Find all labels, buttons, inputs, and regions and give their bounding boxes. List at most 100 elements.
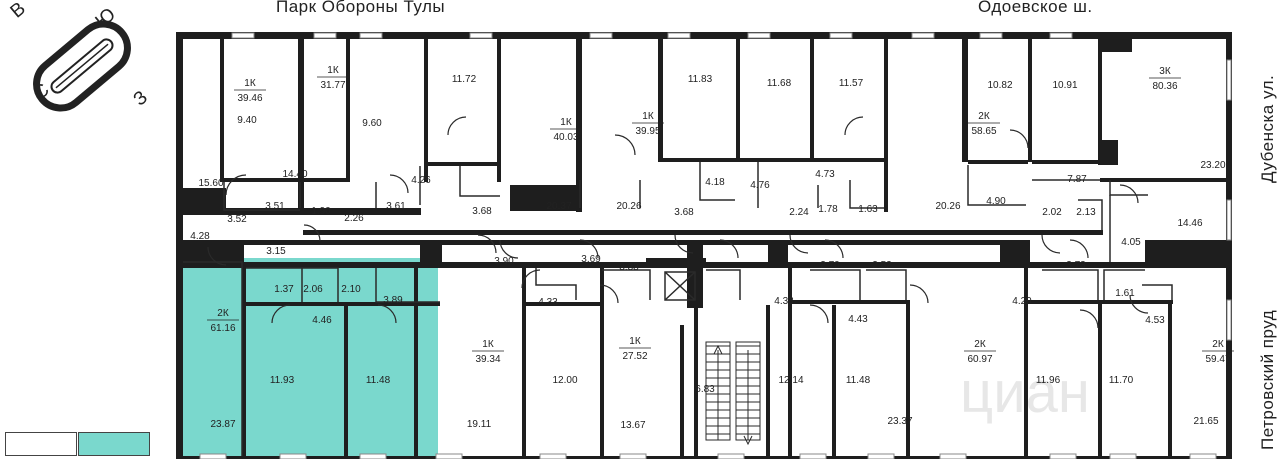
room-area: 3.73 [1066,260,1086,271]
apartment-area: 59.47 [1205,354,1230,365]
room-area: 23.37 [887,416,912,427]
room-area: 4.18 [705,177,725,188]
elevator-shaft [664,271,696,301]
apartment-area: 39.46 [237,93,262,104]
apartment-area: 58.65 [971,126,996,137]
apartment-highlight [180,258,438,458]
room-area: 10.82 [987,80,1012,91]
room-area: 20.26 [935,201,960,212]
apartment-label[interactable]: 3К 80.36 [1149,66,1181,92]
watermark: циан [960,360,1090,425]
legend-empty [5,432,77,456]
apartment-type: 2К [217,308,229,319]
room-area: 9.60 [362,118,382,129]
room-area: 4.43 [848,314,868,325]
room-area: 1.37 [274,284,294,295]
apartment-label[interactable]: 1К 40.03 [550,117,582,143]
room-area: 2.06 [303,284,323,295]
partitions [183,162,1173,456]
room-area: 3.68 [472,206,492,217]
apartment-area: 31.77 [320,80,345,91]
room-area: 20.26 [616,201,641,212]
room-area: 11.96 [1036,375,1061,386]
room-area: 13.67 [620,420,645,431]
room-area: 4.33 [538,297,558,308]
room-area: 21.65 [1193,416,1218,427]
room-area: 4.33 [774,296,794,307]
room-area: 3.90 [494,256,514,267]
apartment-type: 1К [482,339,494,350]
apartment-area: 27.52 [622,351,647,362]
room-area: 4.26 [411,175,431,186]
apartment-area: 39.95 [635,126,660,137]
apartment-type: 1К [244,78,256,89]
room-area: 20.37 [546,201,571,212]
room-area: 4.53 [1145,315,1165,326]
room-area: 14.40 [282,169,307,180]
room-area: 12.14 [778,375,803,386]
room-area: 3.61 [386,201,406,212]
room-area: 12.00 [552,375,577,386]
walls [176,32,1232,459]
apartment-area: 60.97 [967,354,992,365]
room-area: 2.10 [341,284,361,295]
room-area: 11.83 [688,74,713,85]
room-area: 2.24 [789,207,809,218]
apartment-type: 1К [629,336,641,347]
room-area: 11.68 [767,78,792,89]
street-top-left: Парк Обороны Тулы [276,0,446,16]
room-area: 2.26 [344,213,364,224]
room-area: 4.76 [750,180,770,191]
apartment-label[interactable]: 2К 61.16 [207,308,239,334]
room-area: 2.70 [820,260,840,271]
room-area: 1.61 [1115,288,1135,299]
apartment-type: 1К [560,117,572,128]
room-area: 3.69 [581,254,601,265]
compass: B Ю С З [7,0,152,112]
room-area: 2.52 [872,260,892,271]
room-area: 10.91 [1052,80,1077,91]
apartment-area: 39.34 [475,354,500,365]
room-area: 15.60 [198,178,223,189]
room-area: 4.46 [312,315,332,326]
apartment-label[interactable]: 1К 27.52 [619,336,651,362]
room-area: 7.87 [1067,174,1087,185]
room-area: 4.29 [1012,296,1032,307]
apartment-type: 1К [327,65,339,76]
room-area: 3.33 [619,262,639,273]
room-area: 11.48 [846,375,871,386]
room-area: 23.20 [1200,160,1225,171]
street-top-right: Одоевское ш. [978,0,1093,16]
room-area: 2.13 [1076,207,1096,218]
room-area: 14.46 [1177,218,1202,229]
apartment-area: 40.03 [553,132,578,143]
room-area: 3.15 [266,246,286,257]
room-area: 1.78 [818,204,838,215]
room-area: 11.57 [839,78,864,89]
room-area: 1.90 [311,206,331,217]
apartment-label[interactable]: 1К 39.95 [632,111,664,137]
door-swings [207,116,1149,329]
apartment-type: 1К [642,111,654,122]
room-area: 4.28 [190,231,210,242]
apartment-type: 3К [1159,66,1171,77]
apartment-area: 61.16 [210,323,235,334]
apartment-label[interactable]: 1К 39.34 [472,339,504,365]
room-area: 6.83 [695,384,715,395]
apartment-label[interactable]: 1К 39.46 [234,78,266,104]
room-area: 3.68 [674,207,694,218]
room-area: 11.70 [1109,375,1134,386]
apartment-label[interactable]: 1К 31.77 [317,65,349,91]
apartment-area: 80.36 [1152,81,1177,92]
room-area: 19.11 [467,419,492,430]
windows [199,32,1232,459]
room-area: 11.48 [366,375,391,386]
room-area: 2.02 [1042,207,1062,218]
room-area: 1.63 [858,204,878,215]
room-area: 3.51 [265,201,285,212]
room-area: 4.90 [986,196,1006,207]
